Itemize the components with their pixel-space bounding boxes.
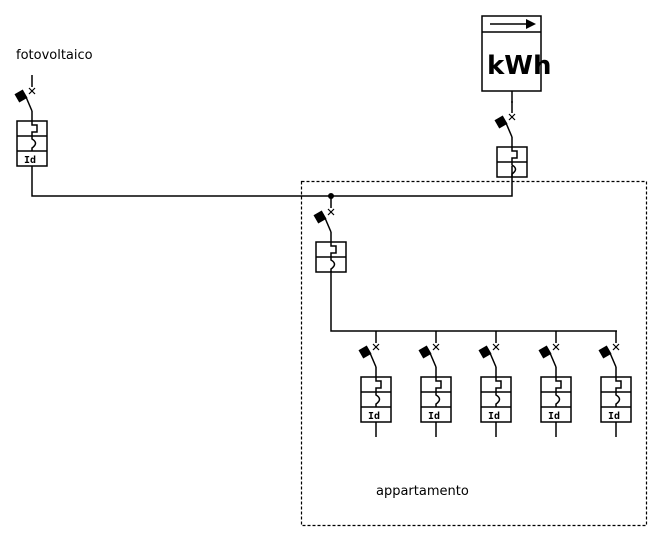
differential-label: Id xyxy=(488,411,500,422)
outgoing-breaker-2: Id xyxy=(418,331,452,437)
thermal-trip-icon xyxy=(615,377,622,392)
circuit-breaker-icon xyxy=(508,113,516,121)
magnetic-trip-icon xyxy=(330,257,336,272)
meter-unit-label: kWh xyxy=(487,51,551,81)
source-breaker: Id xyxy=(14,75,48,167)
magnetic-trip-icon xyxy=(555,392,561,407)
circuit-breaker-icon xyxy=(372,343,380,351)
circuit-breaker-icon xyxy=(492,343,500,351)
main-breaker xyxy=(313,196,347,273)
magnetic-trip-icon xyxy=(615,392,621,407)
arrow-right-icon xyxy=(490,19,536,29)
differential-label: Id xyxy=(368,411,380,422)
outgoing-breaker-4: Id xyxy=(538,331,572,437)
energy-meter xyxy=(481,15,542,103)
circuit-breaker-icon xyxy=(552,343,560,351)
differential-label: Id xyxy=(24,155,36,166)
thermal-trip-icon xyxy=(495,377,502,392)
thermal-trip-icon xyxy=(330,242,337,257)
area-label: appartamento xyxy=(376,484,469,499)
apartment-boundary xyxy=(300,180,648,527)
circuit-breaker-icon xyxy=(28,87,36,95)
circuit-breaker-icon xyxy=(612,343,620,351)
magnetic-trip-icon xyxy=(435,392,441,407)
magnetic-trip-icon xyxy=(511,162,517,177)
main-bus-line xyxy=(31,166,513,197)
magnetic-trip-icon xyxy=(31,136,37,151)
thermal-trip-icon xyxy=(511,147,518,162)
thermal-trip-icon xyxy=(555,377,562,392)
circuit-breaker-icon xyxy=(432,343,440,351)
differential-label: Id xyxy=(428,411,440,422)
circuit-breaker-icon xyxy=(327,208,335,216)
source-label: fotovoltaico xyxy=(16,48,93,63)
outgoing-breaker-1: Id xyxy=(358,331,392,437)
meter-breaker xyxy=(494,101,528,178)
magnetic-trip-icon xyxy=(375,392,381,407)
thermal-trip-icon xyxy=(375,377,382,392)
differential-label: Id xyxy=(548,411,560,422)
differential-label: Id xyxy=(608,411,620,422)
internal-bus-line xyxy=(330,271,617,332)
magnetic-trip-icon xyxy=(495,392,501,407)
thermal-trip-icon xyxy=(31,121,38,136)
thermal-trip-icon xyxy=(435,377,442,392)
outgoing-breaker-3: Id xyxy=(478,331,512,437)
outgoing-breaker-5: Id xyxy=(598,331,632,437)
